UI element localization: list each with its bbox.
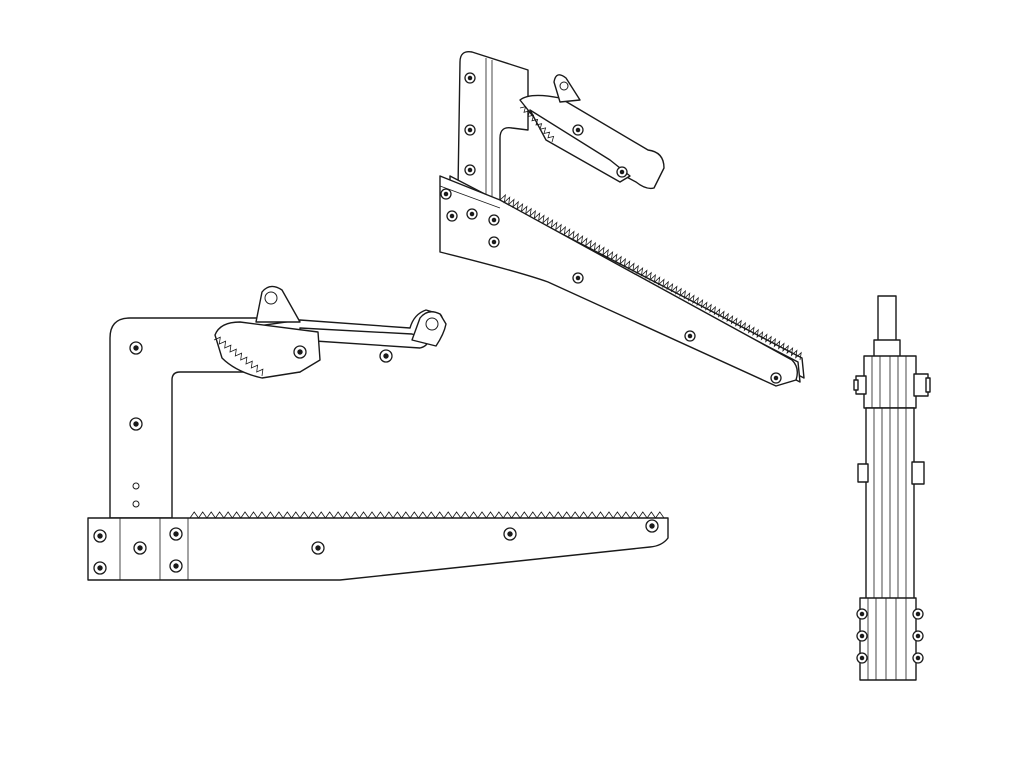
lifting-clamp-side-view-icon (87, 285, 669, 581)
iso-frame-plate (457, 51, 529, 201)
iso-rail-teeth (499, 193, 802, 361)
side-rail-plate (87, 517, 669, 581)
end-bolts (856, 608, 924, 664)
side-cam-jaw (214, 321, 321, 379)
iso-lever-arm (519, 94, 665, 190)
side-end-block (87, 517, 189, 581)
side-lifting-eye-1 (255, 285, 301, 323)
side-bolts (93, 341, 659, 575)
side-cam-teeth (213, 336, 264, 377)
iso-rail-plate (439, 175, 799, 387)
lifting-clamp-end-view-icon (853, 295, 931, 681)
iso-bolts (440, 72, 782, 384)
side-rail-teeth (189, 511, 665, 519)
lifting-clamp-isometric-view-icon (439, 51, 805, 387)
iso-cam-teeth (519, 106, 555, 143)
